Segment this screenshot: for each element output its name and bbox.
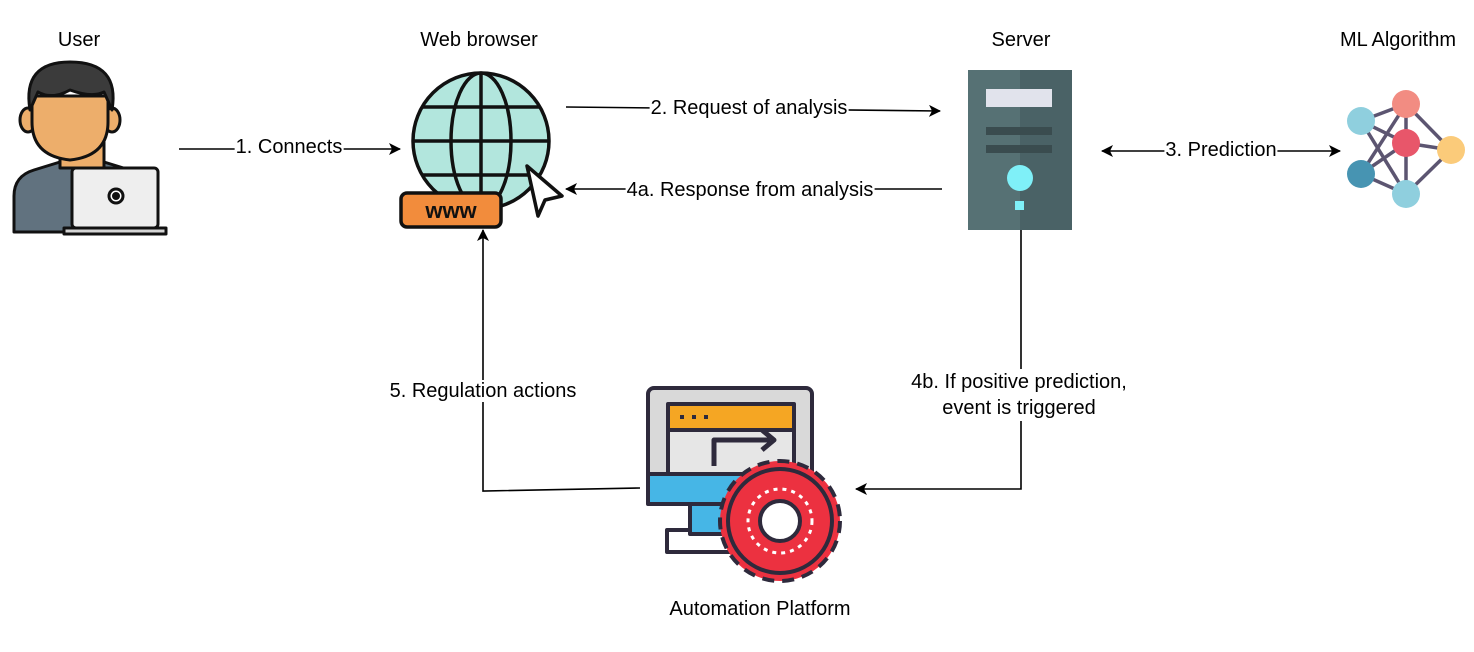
server-label: Server xyxy=(991,29,1051,51)
event-trigger-arrow xyxy=(855,230,1022,495)
event-trigger-edge-label: 4b. If positive prediction, event is trig… xyxy=(888,369,1150,421)
ml-algorithm-label: ML Algorithm xyxy=(1340,29,1456,51)
user-laptop-icon xyxy=(12,60,168,236)
user-label: User xyxy=(57,29,101,51)
www-badge-text: www xyxy=(424,198,477,223)
automation-platform-label: Automation Platform xyxy=(669,598,851,620)
prediction-edge-label: 3. Prediction xyxy=(1164,139,1278,161)
regulation-arrow xyxy=(477,229,641,492)
server-tower-icon xyxy=(968,70,1072,230)
gear-icon xyxy=(718,459,842,583)
connects-edge-label: 1. Connects xyxy=(234,136,344,158)
response-edge-label: 4a. Response from analysis xyxy=(625,179,875,201)
globe-www-icon xyxy=(399,71,564,229)
request-edge-label: 2. Request of analysis xyxy=(649,97,849,119)
event-trigger-line-1: 4b. If positive prediction, xyxy=(911,371,1127,393)
neural-network-icon xyxy=(1347,90,1465,208)
regulation-edge-label: 5. Regulation actions xyxy=(388,380,578,402)
web-browser-label: Web browser xyxy=(420,29,538,51)
event-trigger-line-2: event is triggered xyxy=(942,397,1096,419)
